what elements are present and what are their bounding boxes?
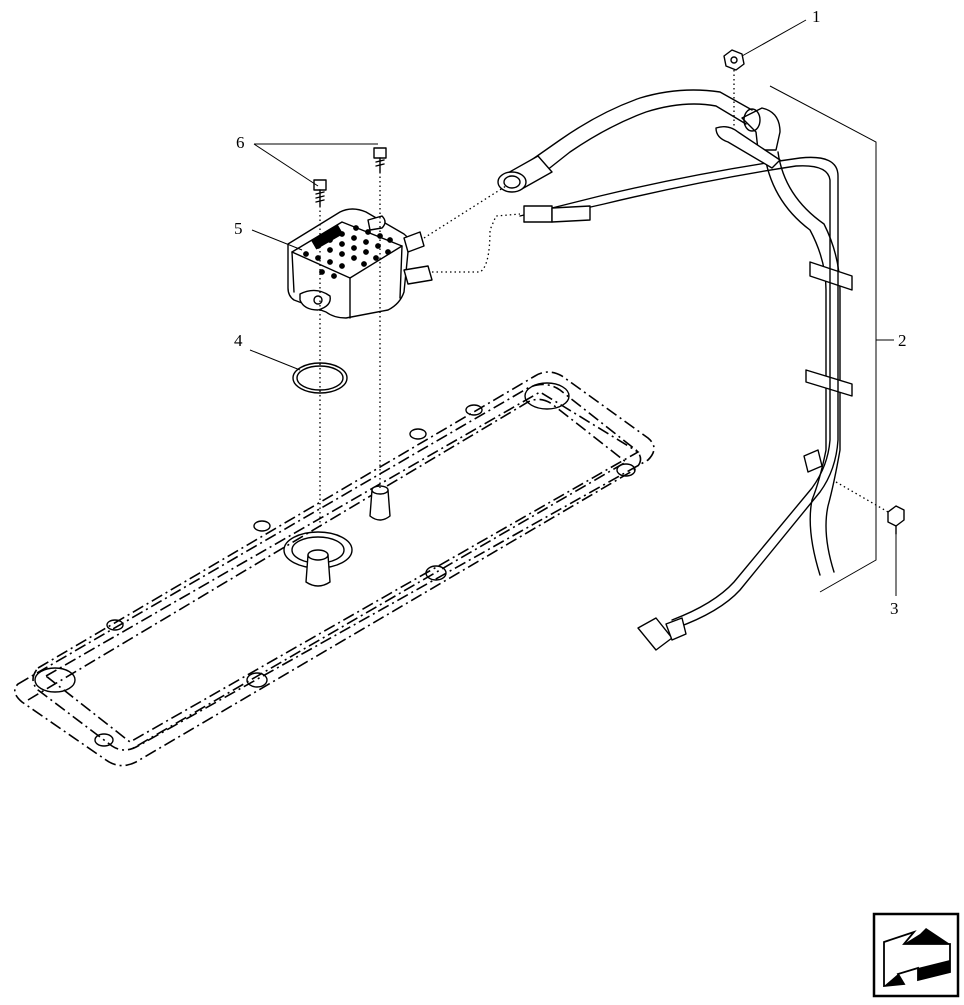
valve-cover [14, 371, 655, 767]
o-ring [292, 362, 348, 394]
callout-1: 1 [812, 7, 821, 26]
callout-2: 2 [898, 331, 907, 350]
callout-4: 4 [234, 331, 243, 350]
assembly-lines [319, 70, 889, 530]
next-page-arrow-icon[interactable] [872, 912, 960, 998]
bolt-3 [887, 505, 905, 535]
callout-3: 3 [890, 599, 899, 618]
bolt-pair [313, 147, 387, 207]
oil-separator [287, 208, 433, 319]
callout-5: 5 [234, 219, 243, 238]
callout-leaders [249, 19, 897, 596]
hose-assembly [497, 89, 853, 651]
callout-6: 6 [236, 133, 245, 152]
nut-1 [723, 49, 745, 71]
